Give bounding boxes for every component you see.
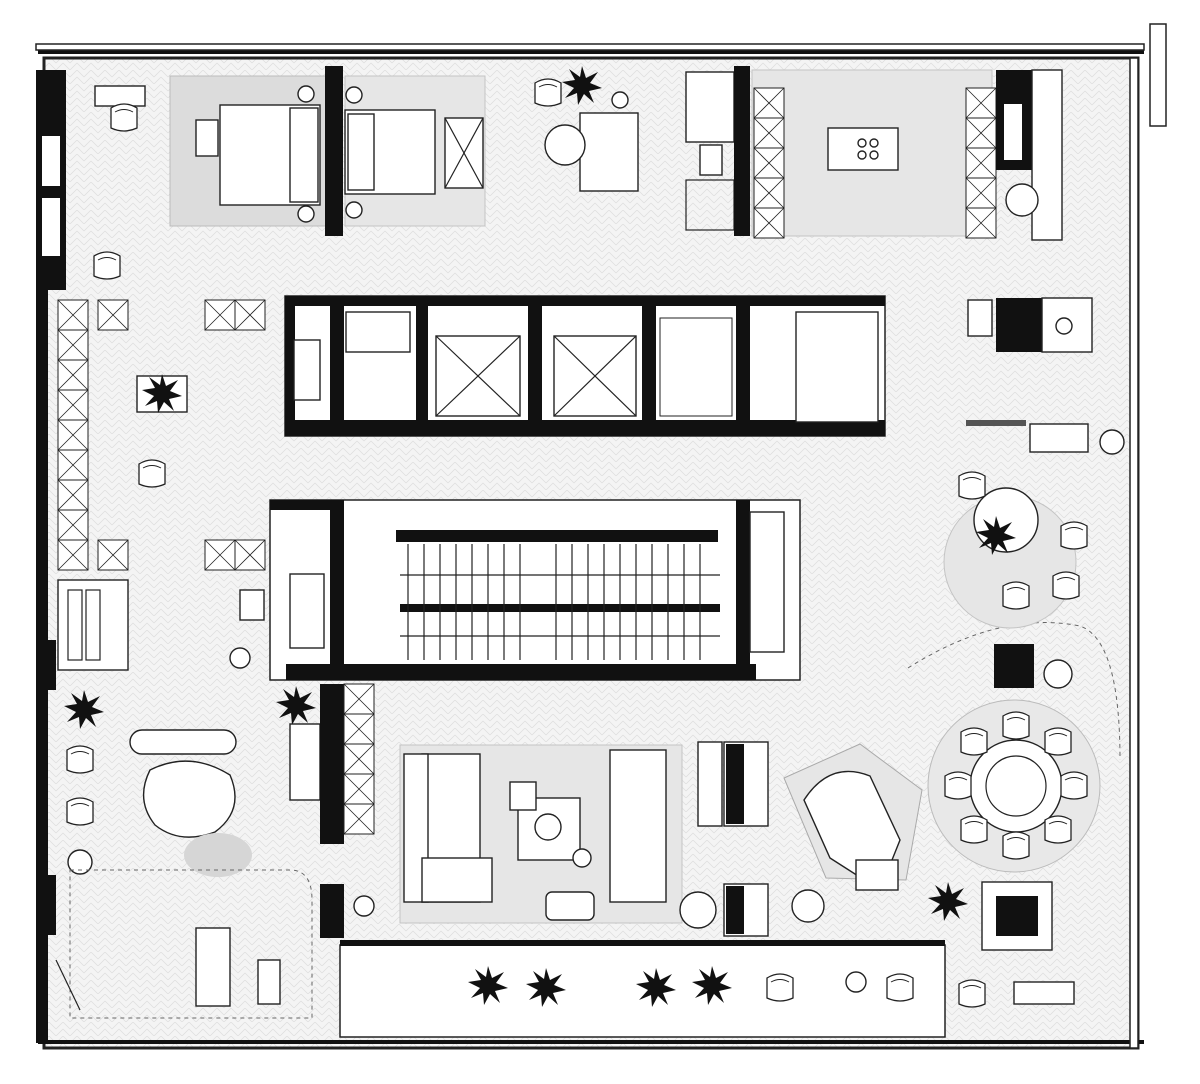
kitchen-island (827, 127, 899, 171)
bedroom-partition-wall (325, 66, 343, 236)
study-desk (579, 112, 639, 192)
double-vanity (129, 729, 237, 755)
study-room (534, 66, 639, 192)
lounge-east (943, 297, 1125, 629)
sauna-bench (57, 579, 129, 671)
tv-cabinet (343, 683, 375, 835)
wardrobe-left (57, 299, 89, 571)
exercise-bike (257, 959, 281, 1005)
sofa-right (609, 749, 667, 903)
desk-se (1013, 981, 1075, 1005)
terrace (320, 884, 946, 1038)
building-core (284, 295, 886, 437)
freestanding-bathtub (142, 760, 236, 838)
gym (55, 869, 313, 1019)
exterior-balcony-edge (1149, 23, 1167, 127)
music-area (697, 741, 923, 937)
dining-area (907, 622, 1121, 873)
dressing-room (57, 85, 266, 571)
kitchen-partition-wall (734, 66, 750, 236)
kitchen (751, 69, 1063, 241)
treadmill (195, 927, 231, 1007)
stair-core (269, 499, 801, 681)
west-facade-walls (36, 70, 66, 1043)
bedroom-secondary (344, 75, 486, 227)
living-room (320, 683, 717, 929)
east-facade (1129, 57, 1139, 1049)
study-corner (928, 881, 1075, 1008)
north-facade (35, 43, 1145, 51)
bedroom-master (169, 75, 331, 227)
stair-treads (400, 544, 720, 660)
kitchen-cabinets-left (753, 87, 785, 239)
kitchen-cabinets-right (965, 87, 997, 239)
spa-bathroom (57, 579, 321, 877)
